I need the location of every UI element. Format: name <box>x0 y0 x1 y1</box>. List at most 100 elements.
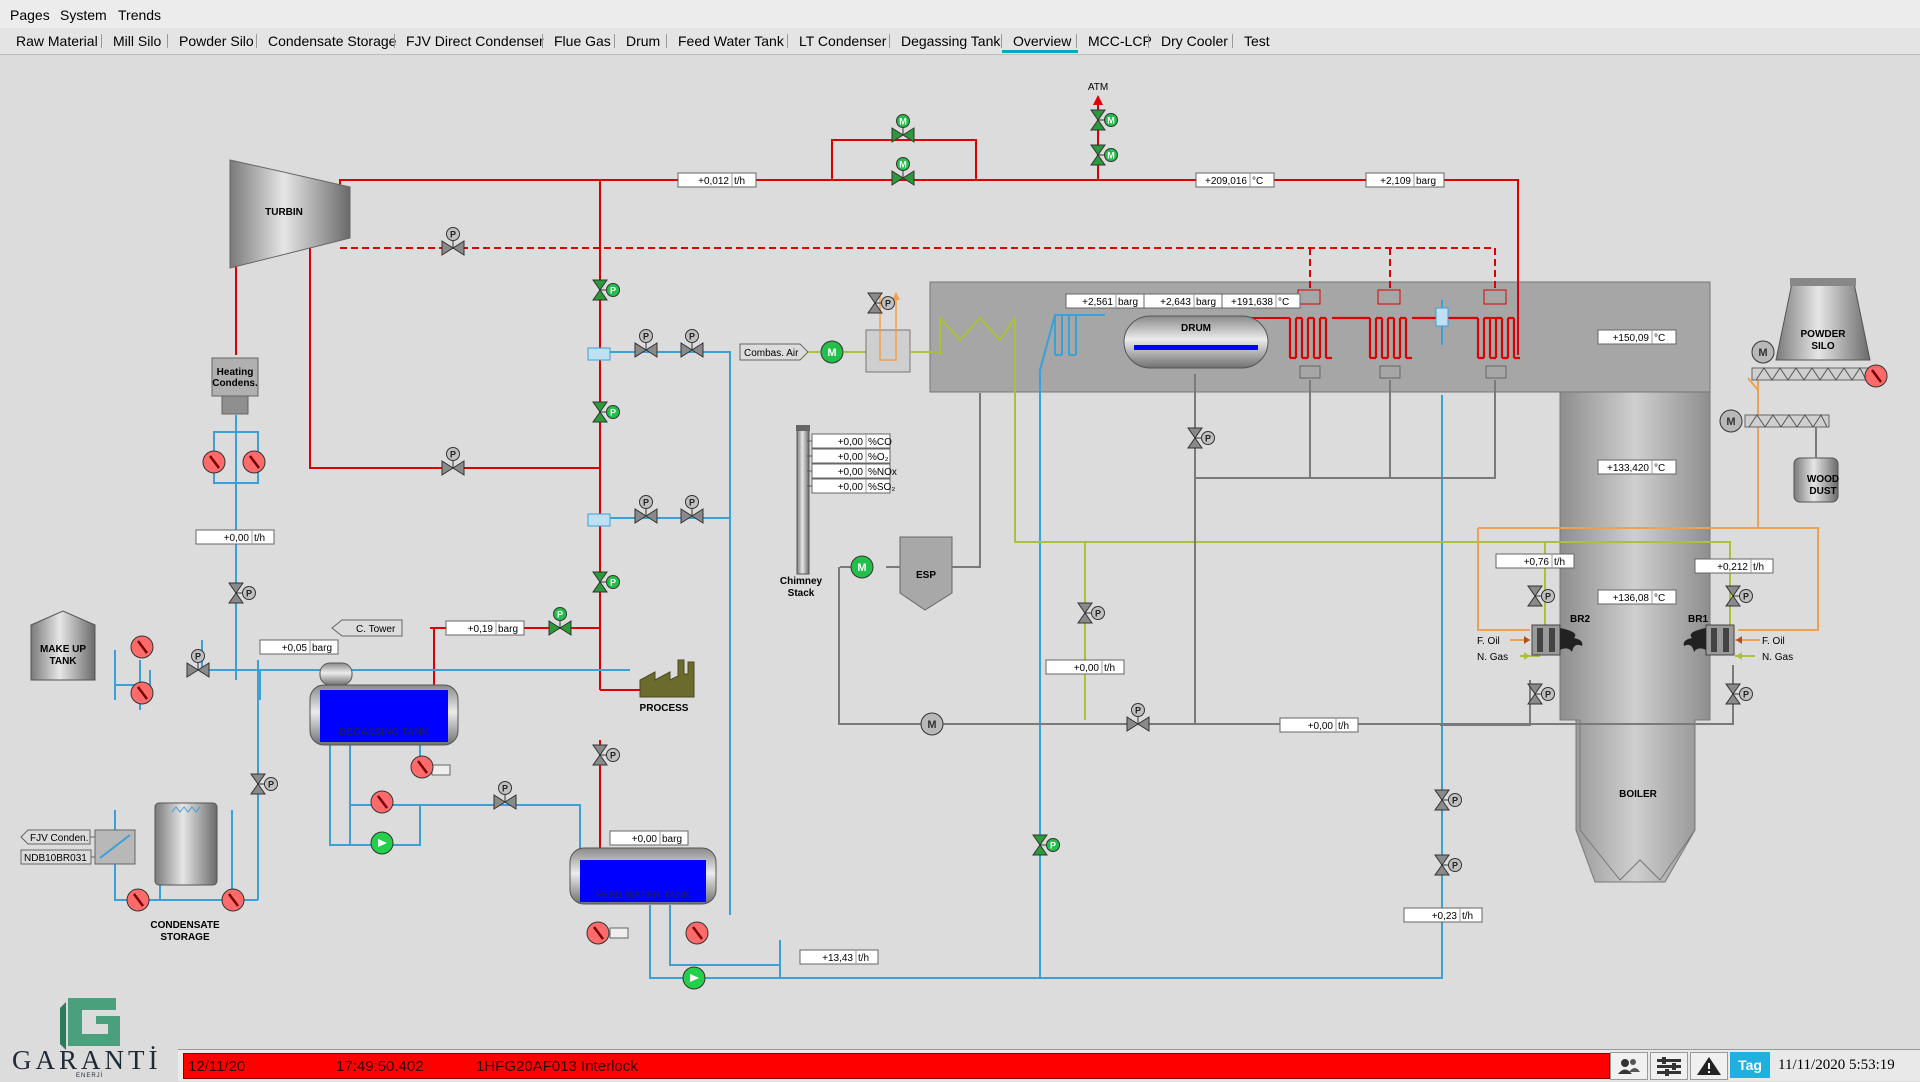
valve[interactable]: P <box>867 292 895 314</box>
valve[interactable]: P <box>186 649 210 678</box>
tab-dry-cooler[interactable]: Dry Cooler <box>1161 33 1228 49</box>
valve[interactable]: M <box>1090 109 1118 131</box>
tab-test[interactable]: Test <box>1244 33 1270 49</box>
combustion-air[interactable]: Combas. Air <box>739 343 866 361</box>
pump[interactable] <box>685 921 709 945</box>
valve[interactable]: P <box>228 582 256 604</box>
motor[interactable]: M <box>820 340 844 364</box>
pump[interactable] <box>202 450 226 474</box>
valve[interactable]: P <box>1032 834 1060 856</box>
valve[interactable]: P <box>1077 602 1105 624</box>
valve[interactable]: P <box>634 329 658 358</box>
valve[interactable]: P <box>1187 427 1215 449</box>
esp[interactable]: ESP <box>899 536 953 611</box>
valve[interactable]: P <box>592 279 620 301</box>
tab-degassing-tank[interactable]: Degassing Tank <box>901 33 1001 49</box>
alarm-warning-button[interactable] <box>1690 1052 1728 1080</box>
settings-button[interactable] <box>1650 1052 1688 1080</box>
valve[interactable]: P <box>1434 854 1462 876</box>
svg-text:MAKE UP: MAKE UP <box>40 644 86 655</box>
screw-conveyor-1[interactable] <box>1751 367 1871 381</box>
valve[interactable]: P <box>493 781 517 810</box>
burner-br2[interactable]: BR2 F. Oil N. Gas <box>1477 614 1590 663</box>
make-up-tank[interactable]: MAKE UP TANK <box>30 610 96 681</box>
tab-overview[interactable]: Overview <box>1013 33 1072 49</box>
pump[interactable] <box>370 831 394 855</box>
tab-mill-silo[interactable]: Mill Silo <box>113 33 162 49</box>
condensate-storage[interactable]: CONDENSATE STORAGE <box>150 802 220 943</box>
pump[interactable] <box>586 921 610 945</box>
tab-mcc-lcp[interactable]: MCC-LCP <box>1088 33 1152 49</box>
valve[interactable]: P <box>592 401 620 423</box>
menu-system[interactable]: System <box>60 7 107 23</box>
motor[interactable]: M <box>1719 409 1743 433</box>
degassing-tank[interactable]: DEGASSING TANK <box>309 662 459 746</box>
pump[interactable] <box>242 450 266 474</box>
motor[interactable]: M <box>850 555 874 579</box>
pump[interactable] <box>1864 364 1888 388</box>
wood-dust-bin[interactable]: WOOD DUST <box>1793 457 1839 503</box>
valve[interactable]: P <box>1725 585 1753 607</box>
menu-pages[interactable]: Pages <box>10 7 50 23</box>
tab-powder-silo[interactable]: Powder Silo <box>179 33 254 49</box>
burner-br1[interactable]: BR1 F. Oil N. Gas <box>1683 614 1793 663</box>
tag-button[interactable]: Tag <box>1730 1052 1770 1078</box>
heat-exchanger[interactable] <box>94 829 136 865</box>
valve[interactable]: P <box>680 329 704 358</box>
motor[interactable]: M <box>1751 340 1775 364</box>
drum[interactable]: DRUM <box>1123 315 1269 369</box>
turbine[interactable]: TURBIN <box>229 159 351 269</box>
esp-label: ESP <box>916 570 936 581</box>
menu-trends[interactable]: Trends <box>118 7 162 23</box>
pump[interactable] <box>130 635 154 659</box>
valve[interactable]: P <box>1725 683 1753 705</box>
users-button[interactable] <box>1610 1052 1648 1080</box>
ndb-tag[interactable]: NDB10BR031 <box>20 849 92 865</box>
pump[interactable] <box>130 681 154 705</box>
tab-feed-water-tank[interactable]: Feed Water Tank <box>678 33 784 49</box>
valve[interactable]: P <box>1527 585 1555 607</box>
pump[interactable] <box>221 888 245 912</box>
powder-silo[interactable]: POWDER SILO <box>1775 278 1871 361</box>
tab-flue-gas[interactable]: Flue Gas <box>554 33 611 49</box>
gas-value: +0,00 <box>838 482 864 493</box>
pump[interactable] <box>126 888 150 912</box>
valve[interactable]: P <box>1434 789 1462 811</box>
valve[interactable]: P <box>634 495 658 524</box>
valve[interactable]: P <box>592 571 620 593</box>
pump[interactable] <box>682 966 706 990</box>
valve[interactable]: P <box>548 607 572 636</box>
fjv-conden-tag[interactable]: FJV Conden. <box>20 829 91 845</box>
valve[interactable]: P <box>250 773 278 795</box>
tab-raw-material[interactable]: Raw Material <box>16 33 98 49</box>
tab-condensate-storage[interactable]: Condensate Storage <box>268 33 397 49</box>
pump[interactable] <box>370 790 394 814</box>
valve[interactable]: P <box>1527 683 1555 705</box>
chimney-stack[interactable]: Chimney Stack <box>780 425 823 599</box>
c-tower-tag[interactable]: C. Tower <box>331 619 403 637</box>
brand-sub: ENERJİ <box>76 1073 104 1079</box>
valve[interactable]: P <box>441 447 465 476</box>
valve[interactable]: P <box>441 227 465 256</box>
active-alarm-row[interactable]: 12/11/20 17:49:50.402 1HFG20AF013 Interl… <box>183 1053 1610 1079</box>
valve[interactable]: M <box>1090 144 1118 166</box>
valve[interactable]: P <box>680 495 704 524</box>
valve[interactable]: M <box>891 114 915 143</box>
pump[interactable] <box>410 755 434 779</box>
tab-lt-condenser[interactable]: LT Condenser <box>799 33 887 49</box>
valve[interactable]: P <box>592 744 620 766</box>
value-number: +0,76 <box>1524 557 1550 568</box>
boiler-label: BOILER <box>1619 789 1658 800</box>
screw-conveyor-2[interactable] <box>1744 414 1830 428</box>
water-lines <box>114 300 1443 979</box>
motor[interactable]: M <box>920 712 944 736</box>
tab-fjv-direct-condenser[interactable]: FJV Direct Condenser <box>406 33 544 49</box>
feed-water-tank[interactable]: FEED WATER TANK <box>569 847 717 905</box>
process-factory-icon[interactable]: PROCESS <box>639 659 695 714</box>
valve[interactable]: M <box>891 157 915 186</box>
tab-drum[interactable]: Drum <box>626 33 661 49</box>
valve[interactable]: P <box>1126 703 1150 732</box>
heating-condens[interactable]: Heating Condens. <box>211 357 259 415</box>
